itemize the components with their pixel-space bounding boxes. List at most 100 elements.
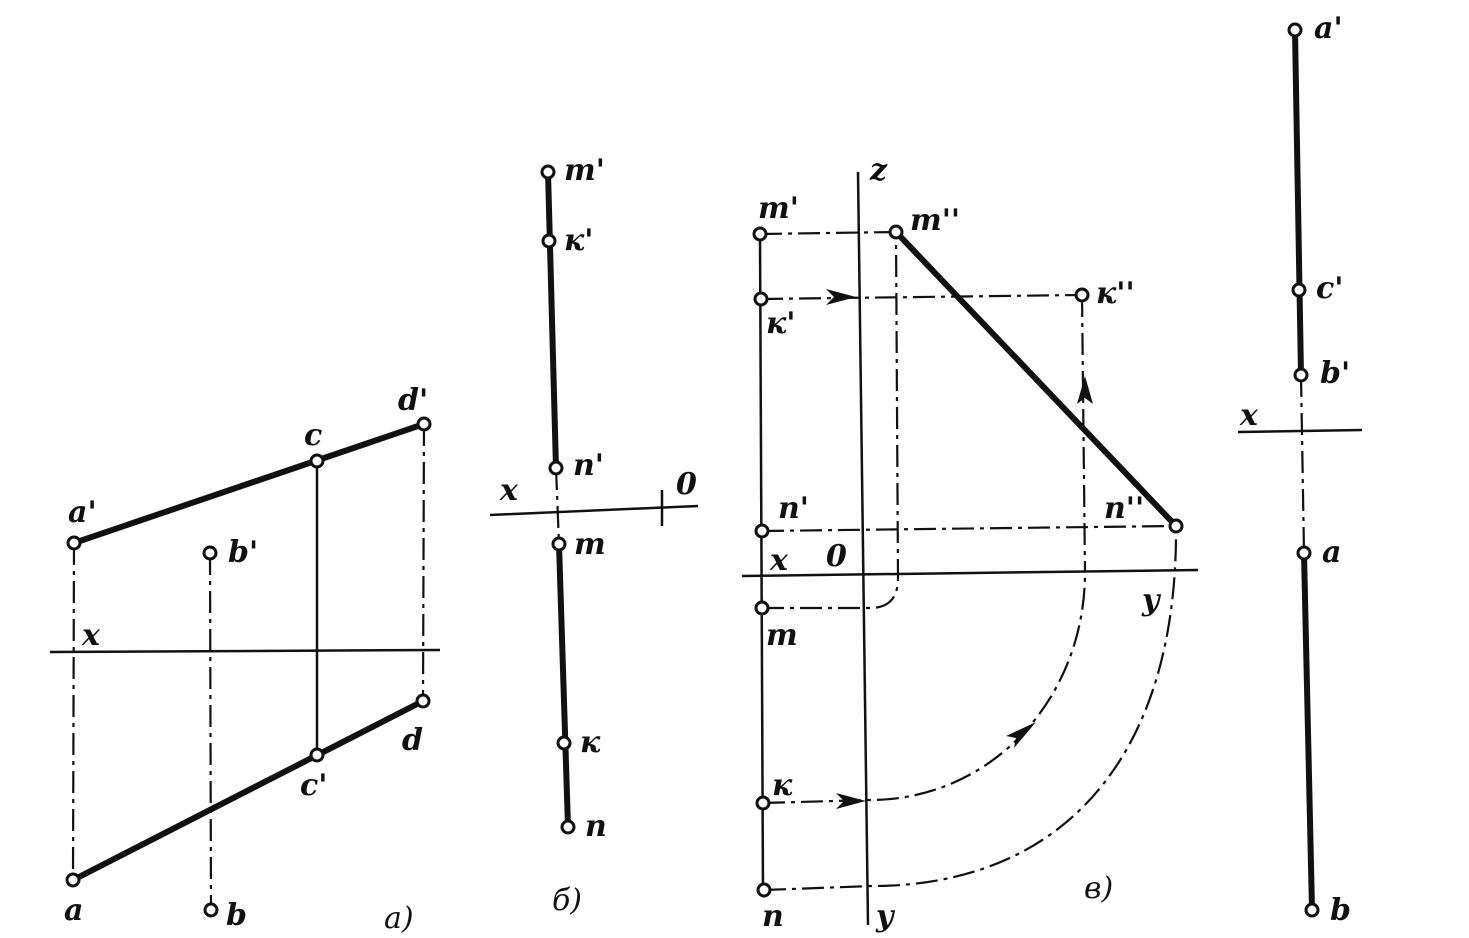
fig-b-point-n (560, 819, 576, 835)
fig-b-label-x: x (499, 473, 519, 508)
fig-b-label-m: m (574, 527, 606, 562)
fig-v-point-k (755, 795, 771, 811)
fig-v-caption: в) (1084, 871, 1113, 906)
fig-g-point-a (1296, 545, 1312, 561)
fig-v-link-k-dprime (1080, 294, 1087, 573)
fig-g-x-axis (1237, 428, 1363, 434)
fig-a-link-a (71, 542, 76, 881)
fig-b-label-k: к (580, 725, 601, 760)
fig-b-caption: б) (552, 883, 582, 918)
fig-a-segment-ad-prime (71, 421, 427, 546)
fig-b-label-k-prime: к' (564, 223, 594, 258)
fig-g-label-b: b (1330, 893, 1351, 928)
fig-v-arrow-up (1077, 376, 1093, 404)
fig-a-label-b: b (226, 898, 247, 933)
fig-v-arrow-k (836, 793, 866, 809)
fig-a-point-b (203, 902, 219, 918)
fig-a-label-a-prime: a' (68, 495, 97, 530)
fig-v-label-origin: 0 (826, 539, 847, 574)
fig-v-point-n (756, 882, 772, 898)
fig-v-label-n-prime: n' (778, 491, 809, 526)
fig-v-segment-mn-dprime (893, 229, 1179, 529)
fig-b-point-m-prime (540, 164, 556, 180)
fig-g-point-c-prime (1291, 282, 1307, 298)
figure-b: m' к' n' x 0 m к n б) (489, 153, 699, 918)
fig-a-label-b-prime: b' (228, 535, 258, 570)
fig-v-point-n-dprime (1168, 518, 1184, 534)
fig-b-link (554, 467, 561, 545)
fig-b-point-k (556, 735, 572, 751)
fig-v-link-k-prime (760, 293, 1083, 301)
fig-a-point-a (65, 872, 81, 888)
fig-v-frontal-line (758, 233, 765, 893)
fig-v-point-k-prime (753, 291, 769, 307)
figure-a: a' b' c d' x a b c' d а) (49, 383, 441, 936)
fig-a-label-d: d (402, 723, 423, 758)
fig-v-label-m-prime: m' (758, 191, 799, 226)
fig-v-point-k-dprime (1074, 287, 1090, 303)
fig-b-point-k-prime (541, 233, 557, 249)
fig-b-label-n-prime: n' (573, 448, 604, 483)
fig-v-arrow-arc (1006, 722, 1036, 748)
fig-v-point-m (754, 600, 770, 616)
fig-b-label-m-prime: m' (564, 153, 605, 188)
fig-a-point-b-prime (202, 545, 218, 561)
fig-b-segment-mn-prime (545, 169, 559, 471)
fig-v-link-m-prime (759, 230, 897, 236)
fig-v-point-m-prime (752, 226, 768, 242)
fig-b-point-m (551, 536, 567, 552)
fig-g-segment-ab (1301, 550, 1315, 913)
fig-g-label-a-prime: a' (1314, 11, 1343, 46)
fig-v-arc-n (763, 525, 1178, 892)
fig-a-segment-ad (70, 698, 426, 883)
fig-v-label-k-dprime: к'' (1096, 276, 1135, 311)
fig-a-point-d-prime (416, 416, 432, 432)
fig-b-label-n: n (585, 809, 607, 844)
fig-a-caption: а) (384, 901, 414, 936)
fig-a-point-c (309, 453, 325, 469)
fig-g-label-b-prime: b' (1320, 356, 1350, 391)
fig-v-arrow-k-prime (826, 289, 856, 305)
fig-v-z-axis (856, 171, 870, 926)
fig-b-point-n-prime (548, 460, 564, 476)
fig-a-label-c-prime: c' (300, 768, 327, 803)
fig-a-link-b (208, 552, 213, 911)
fig-v-label-y-right: y (1141, 583, 1162, 618)
fig-v-link-n-prime (761, 524, 1177, 533)
fig-v-xy-axis (741, 568, 1199, 578)
fig-g-point-b-prime (1293, 367, 1309, 383)
fig-a-label-x: x (81, 618, 101, 653)
fig-a-point-d (415, 693, 431, 709)
fig-a-link-d (421, 423, 426, 702)
fig-b-label-origin: 0 (676, 467, 697, 502)
fig-a-point-c-prime (309, 747, 325, 763)
figure-g: a' c' b' x a b (1237, 11, 1363, 928)
fig-v-point-m-dprime (888, 224, 904, 240)
fig-v-point-n-prime (754, 523, 770, 539)
fig-g-label-x: x (1239, 398, 1259, 433)
fig-g-link (1299, 374, 1306, 554)
fig-a-point-a-prime (66, 535, 82, 551)
fig-g-label-c-prime: c' (1316, 271, 1343, 306)
fig-b-segment-mn (556, 541, 571, 830)
fig-v-label-m-dprime: m'' (910, 203, 960, 238)
fig-v-label-n-dprime: n'' (1104, 491, 1144, 526)
fig-v-label-n: n (762, 899, 784, 934)
fig-g-segment-ab-prime (1292, 27, 1304, 378)
fig-v-label-x: x (769, 543, 789, 578)
fig-g-point-a-prime (1287, 22, 1303, 38)
fig-a-label-a: a (64, 893, 83, 928)
fig-a-x-axis (49, 648, 441, 654)
fig-g-label-a: a (1322, 535, 1341, 570)
fig-v-label-z: z (869, 153, 888, 188)
fig-b-x-axis (489, 504, 699, 517)
fig-a-label-c-top: c (304, 418, 322, 453)
fig-v-link-m-bend (762, 231, 900, 610)
fig-v-label-m: m (766, 618, 798, 653)
fig-v-label-k: к (772, 768, 793, 803)
fig-v-label-y-bottom: y (875, 899, 896, 934)
figure-v: z m' m'' к' к'' n' n'' x 0 y m к n y в) (741, 153, 1199, 934)
fig-v-arc-k (762, 571, 1087, 805)
fig-g-point-b (1304, 902, 1320, 918)
